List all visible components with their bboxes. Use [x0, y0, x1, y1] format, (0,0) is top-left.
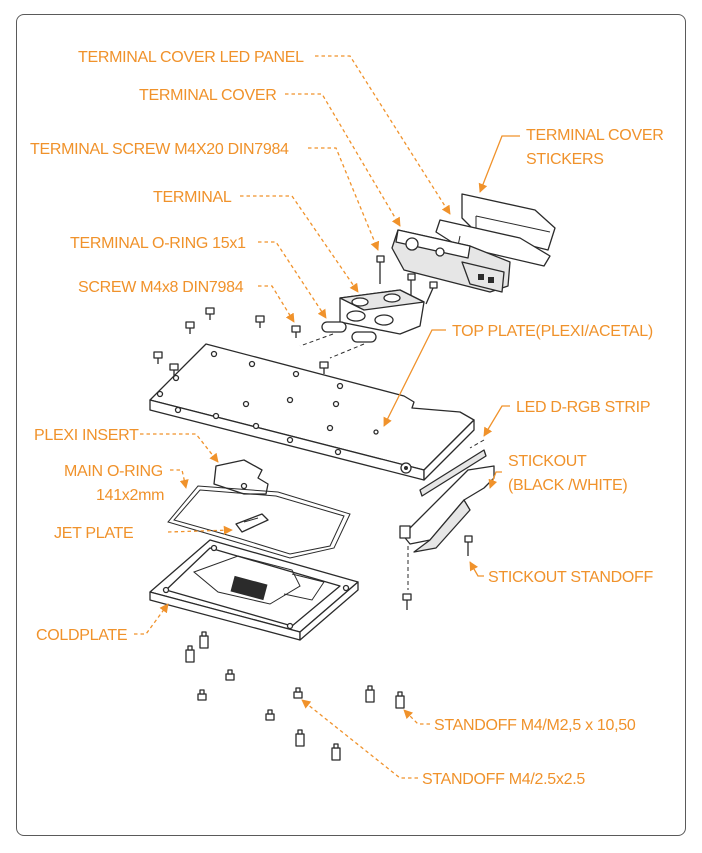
label-terminal-cover-led-panel: TERMINAL COVER LED PANEL — [78, 49, 304, 66]
terminal-part — [339, 289, 425, 335]
label-led-strip: LED D-RGB STRIP — [516, 399, 650, 416]
label-terminal-screw: TERMINAL SCREW M4X20 DIN7984 — [30, 141, 289, 158]
label-main-o-ring-line1: MAIN O-RING — [64, 463, 163, 480]
label-coldplate: COLDPLATE — [36, 627, 127, 644]
label-jet-plate: JET PLATE — [54, 525, 133, 542]
label-main-o-ring-line2: 141x2mm — [96, 487, 164, 504]
standoffs-short-part — [197, 669, 303, 721]
label-stickout-standoff: STICKOUT STANDOFF — [488, 569, 654, 586]
led-strip-part — [419, 439, 487, 497]
label-plexi-insert: PLEXI INSERT — [34, 427, 139, 444]
label-stickout-line2: (BLACK /WHITE) — [508, 477, 627, 494]
diagram-frame — [16, 14, 686, 836]
label-terminal-o-ring: TERMINAL O-RING 15x1 — [70, 235, 246, 252]
terminal-o-rings-part — [299, 321, 377, 359]
coldplate-part — [149, 539, 359, 641]
terminal-screws-part — [376, 255, 438, 305]
top-plate-part — [149, 343, 475, 481]
label-terminal-cover-stickers-line2: STICKERS — [526, 151, 604, 168]
leader-lines — [134, 55, 520, 779]
label-standoff-m4-25: STANDOFF M4/2.5x2.5 — [422, 771, 585, 788]
label-screw-m4x8: SCREW M4x8 DIN7984 — [78, 279, 244, 296]
standoffs-long-part — [185, 631, 405, 761]
label-standoff-m4-m25: STANDOFF M4/M2,5 x 10,50 — [434, 717, 636, 734]
label-terminal: TERMINAL — [153, 189, 232, 206]
label-stickout-line1: STICKOUT — [508, 453, 587, 470]
terminal-cover-part — [391, 229, 511, 293]
label-terminal-cover: TERMINAL COVER — [139, 87, 276, 104]
stickout-part — [399, 465, 495, 590]
label-terminal-cover-stickers-line1: TERMINAL COVER — [526, 127, 663, 144]
terminal-cover-stickers-part — [461, 193, 556, 251]
plexi-insert-part — [213, 459, 269, 495]
label-top-plate: TOP PLATE(PLEXI/ACETAL) — [452, 323, 653, 340]
jet-plate-part — [235, 513, 269, 533]
stickout-standoff-part — [402, 535, 473, 610]
main-o-ring-part — [167, 485, 351, 559]
